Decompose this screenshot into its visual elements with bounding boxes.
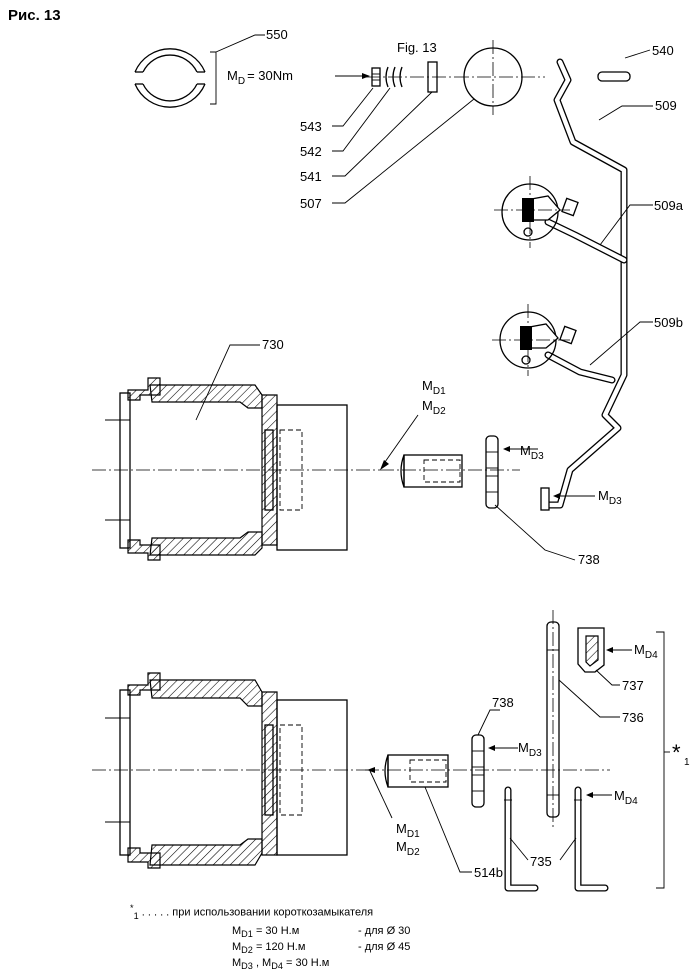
- callout-509a: 509a: [654, 198, 684, 213]
- torque-md3-mid-1: MD3: [520, 443, 544, 462]
- callout-507: 507: [300, 196, 322, 211]
- note-row-1: MD1 = 30 Н.м: [232, 925, 300, 940]
- callout-738-bottom: 738: [492, 695, 514, 710]
- torque-md4-top: MD4: [634, 642, 658, 661]
- knob-lower: [492, 304, 577, 376]
- callout-509: 509: [655, 98, 677, 113]
- footnote: *1 . . . . . при использовании короткоза…: [130, 903, 374, 921]
- callout-736: 736: [622, 710, 644, 725]
- housing-730: [92, 377, 380, 561]
- knob-upper: [494, 176, 579, 248]
- split-ring-550: [134, 34, 265, 108]
- fig-label: Fig. 13: [397, 40, 437, 55]
- bolt-514b: [365, 754, 610, 788]
- note-row-2-right: - для Ø 45: [358, 941, 411, 953]
- callout-509b: 509b: [654, 315, 683, 330]
- bar-736: [546, 610, 560, 830]
- l-bolts-735: [504, 786, 609, 892]
- callout-540: 540: [652, 43, 674, 58]
- note-row-2: MD2 = 120 Н.м: [232, 941, 306, 956]
- housing-lower: [92, 672, 372, 869]
- torque-md4-bottom: MD4: [614, 788, 638, 807]
- callout-730: 730: [262, 337, 284, 352]
- note-row-1-right: - для Ø 30: [358, 925, 411, 937]
- callout-514b: 514b: [474, 865, 503, 880]
- torque-md2-low: MD2: [396, 839, 420, 858]
- callout-542: 542: [300, 144, 322, 159]
- torque-arrow-head: [362, 73, 370, 79]
- callout-735: 735: [530, 854, 552, 869]
- nut-738-middle: [485, 435, 499, 509]
- torque-md2-mid: MD2: [422, 398, 446, 417]
- callout-550: 550: [266, 27, 288, 42]
- nut-738-lower: [471, 734, 485, 808]
- callout-541: 541: [300, 169, 322, 184]
- bolt-stack: [366, 61, 455, 93]
- torque-md3-mid-2: MD3: [598, 488, 622, 507]
- pin-540: [597, 49, 651, 82]
- callout-737: 737: [622, 678, 644, 693]
- callout-738-top: 738: [578, 552, 600, 567]
- star-mark: *: [672, 740, 681, 765]
- torque-top-label: MD= 30Nm: [227, 68, 293, 87]
- torque-md3-low: MD3: [518, 740, 542, 759]
- torque-md1-mid: MD1: [422, 378, 446, 397]
- star-sub: 1: [684, 757, 690, 768]
- callout-543: 543: [300, 119, 322, 134]
- torque-md1-low: MD1: [396, 821, 420, 840]
- clamp-737: [577, 627, 605, 673]
- bracket-509: [540, 58, 628, 511]
- bolt-middle: [380, 454, 520, 488]
- group-bracket: [656, 631, 665, 889]
- disk-507: [455, 40, 545, 115]
- note-row-3: MD3 , MD4 = 30 Н.м: [232, 957, 330, 972]
- figure-title: Рис. 13: [8, 7, 61, 24]
